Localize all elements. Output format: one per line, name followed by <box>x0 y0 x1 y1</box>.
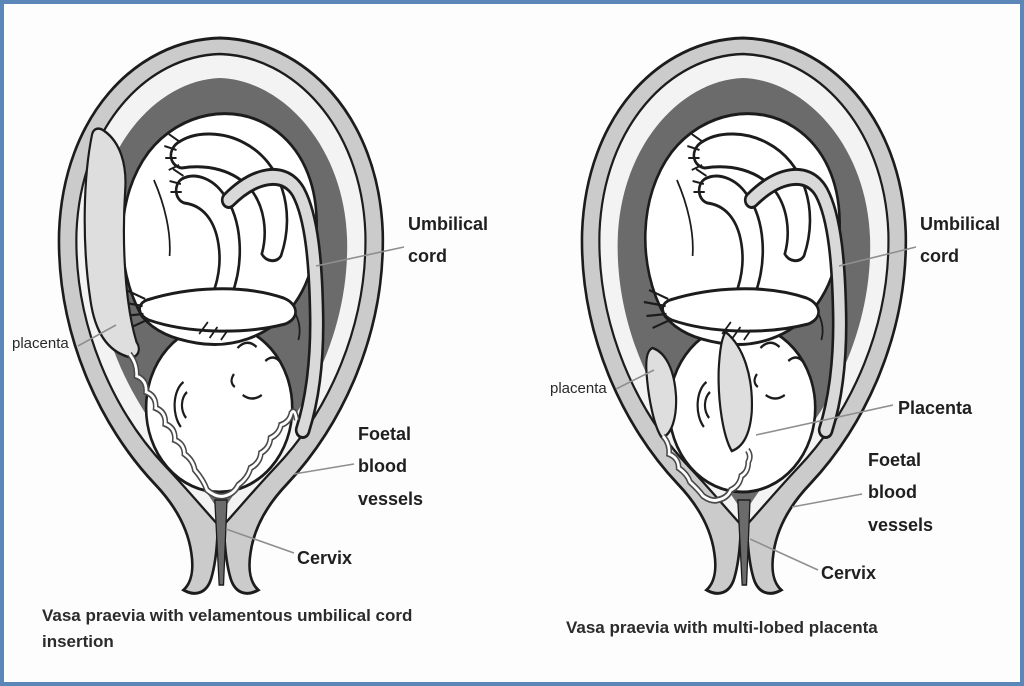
caption-left-panel: Vasa praevia with velamentous umbilical … <box>42 606 413 652</box>
leader-placenta-small-right <box>615 369 655 390</box>
leader-cervix-left <box>225 528 295 554</box>
label-placenta-main-right: Placenta <box>898 398 973 418</box>
label-umbilical-cord-left: Umbilical cord <box>408 214 489 267</box>
label-placenta-small-right: placenta <box>550 380 607 397</box>
label-placenta-left: placenta <box>12 335 69 352</box>
label-cervix-left: Cervix <box>297 548 353 568</box>
leader-vessels-right <box>791 493 863 508</box>
leader-vessels-left <box>293 463 355 475</box>
label-umbilical-cord-right: Umbilical cord <box>920 214 1001 267</box>
panel-right-illustration <box>582 38 906 593</box>
leader-umbilical-cord-right <box>838 246 917 267</box>
leader-umbilical-cord-left <box>315 246 405 267</box>
leader-cervix-right <box>749 538 819 571</box>
label-cervix-right: Cervix <box>821 563 877 583</box>
leader-placenta-main-right <box>755 404 894 436</box>
label-foetal-blood-vessels-right: Foetal blood vessels <box>868 450 934 535</box>
panel-left-illustration <box>59 38 383 593</box>
label-foetal-blood-vessels-left: Foetal blood vessels <box>358 424 424 509</box>
diagram-canvas <box>4 4 917 686</box>
leader-placenta-left <box>77 324 117 347</box>
caption-right-panel: Vasa praevia with multi-lobed placenta <box>566 618 878 637</box>
